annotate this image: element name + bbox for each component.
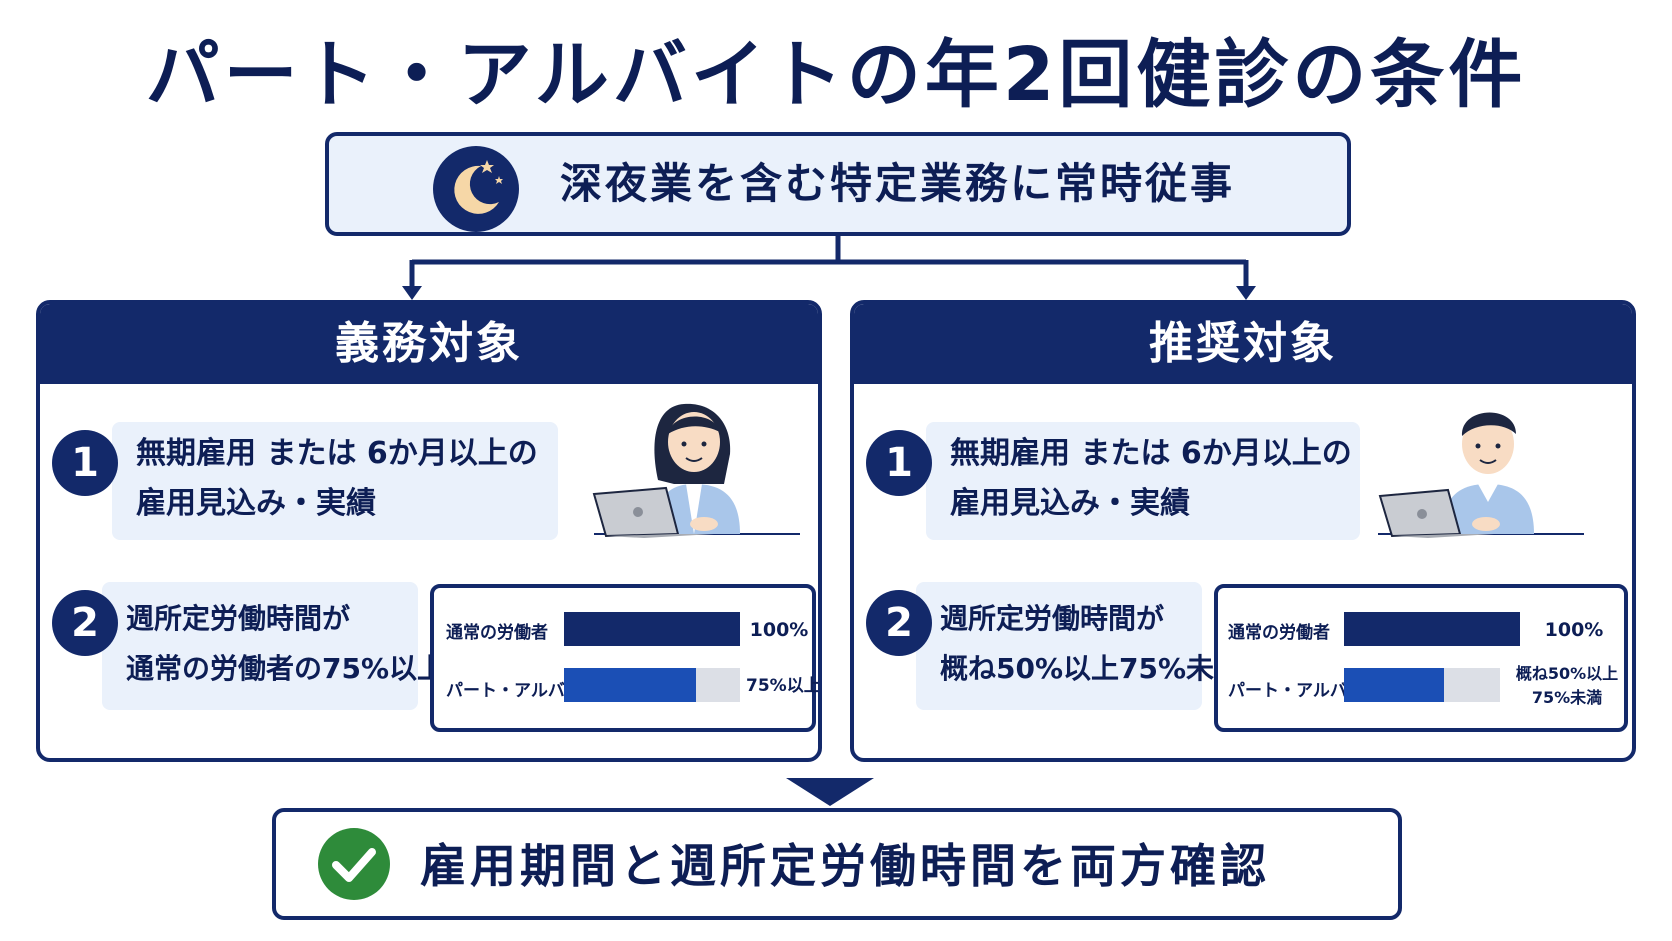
number-badge-1: 1 <box>52 430 118 496</box>
item2-box <box>102 582 418 710</box>
bottom-conclusion-box <box>272 808 1402 920</box>
item1-box <box>112 422 558 540</box>
hours-bar-chart: 通常の労働者 100% パート・アルバイト 75%以上 <box>430 584 821 732</box>
number-badge-2: 2 <box>866 590 932 656</box>
number-badge-1: 1 <box>866 430 932 496</box>
item1-box <box>926 422 1360 540</box>
item1-line1: 無期雇用 または 6か月以上の <box>136 436 538 471</box>
item2-line1: 週所定労働時間が <box>126 602 351 635</box>
number-badge-2: 2 <box>52 590 118 656</box>
bar-track-regular <box>1344 612 1520 646</box>
item1-line2: 雇用見込み・実績 <box>950 486 1190 521</box>
item2-box <box>916 582 1202 710</box>
bar-label-regular: 通常の労働者 <box>446 623 548 643</box>
panel-heading-mandatory: 義務対象 <box>40 304 818 384</box>
top-condition-text: 深夜業を含む特定業務に常時従事 <box>560 159 1236 208</box>
item1-line1: 無期雇用 または 6か月以上の <box>950 436 1352 471</box>
item2-line2: 通常の労働者の75%以上 <box>126 652 446 685</box>
page-title: パート・アルバイトの年2回健診の条件 <box>145 32 1527 118</box>
bar-value-regular: 100% <box>749 619 809 641</box>
panel-recommended: 推奨対象 1 無期雇用 または 6か月以上の 雇用見込み・実績 2 週所定労働時… <box>850 300 1636 762</box>
bar-value-part-time: 75%以上 <box>746 676 821 696</box>
bar-fill-part-time <box>564 668 696 702</box>
bar-label-part-time: パート・アルバイト <box>446 681 599 701</box>
woman-laptop-icon <box>554 384 814 548</box>
moon-icon <box>433 146 519 232</box>
bar-fill-part-time <box>1344 668 1444 702</box>
bar-value-part-time-line2: 75%未満 <box>1531 688 1603 707</box>
item1-line2: 雇用見込み・実績 <box>136 486 376 521</box>
bar-label-part-time: パート・アルバイト <box>1228 681 1381 701</box>
bar-value-regular: 100% <box>1544 619 1604 641</box>
item2-line2: 概ね50%以上75%未満 <box>940 652 1243 685</box>
bottom-conclusion-text: 雇用期間と週所定労働時間を両方確認 <box>420 839 1270 893</box>
bar-track-part-time <box>564 668 740 702</box>
panel-heading-recommended: 推奨対象 <box>854 304 1632 384</box>
bar-fill-regular <box>564 612 740 646</box>
item2-line1: 週所定労働時間が <box>940 602 1165 635</box>
bar-value-part-time-line1: 概ね50%以上 <box>1515 664 1619 683</box>
bar-fill-regular <box>1344 612 1520 646</box>
bar-label-regular: 通常の労働者 <box>1228 623 1330 643</box>
hours-bar-chart: 通常の労働者 100% パート・アルバイト 概ね50%以上 75%未満 <box>1214 584 1628 732</box>
check-icon <box>318 828 390 900</box>
bar-track-part-time <box>1344 668 1500 702</box>
man-laptop-icon <box>1364 384 1624 548</box>
panel-mandatory: 義務対象 1 無期雇用 または 6か月以上の 雇用見込み・実績 2 週所定 <box>36 300 822 762</box>
bar-track-regular <box>564 612 740 646</box>
